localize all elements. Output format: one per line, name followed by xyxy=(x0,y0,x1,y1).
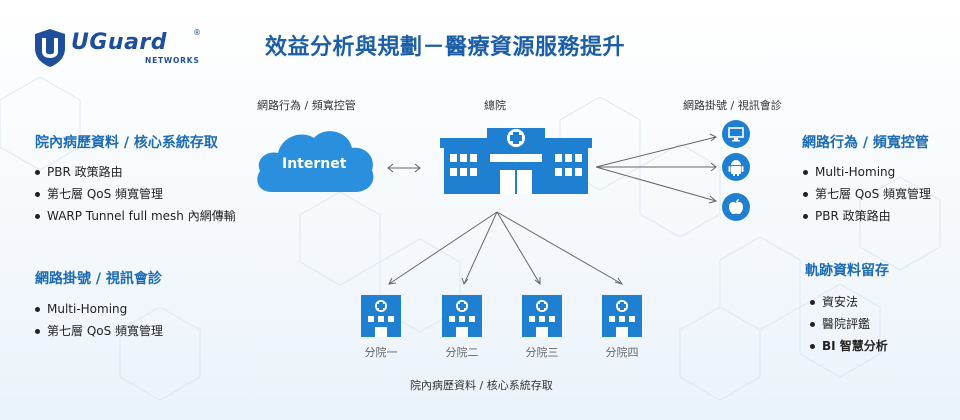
device-android xyxy=(722,153,750,181)
hospital-icon xyxy=(361,295,401,337)
list-item: 醫院評鑑 xyxy=(810,313,888,335)
brand-name: UGuard xyxy=(71,30,168,55)
list-item: BI 智慧分析 xyxy=(810,335,888,357)
branch-label-2: 分院二 xyxy=(445,346,479,359)
list-item: WARP Tunnel full mesh 內網傳輸 xyxy=(35,205,236,227)
list-item: 第七層 QoS 頻寬管理 xyxy=(35,320,163,342)
branch-label-1: 分院一 xyxy=(364,346,398,359)
brand-registered-mark: ® xyxy=(193,28,201,37)
top-right-label: 網路掛號 / 視訊會診 xyxy=(683,99,782,112)
branch-label-3: 分院三 xyxy=(525,346,559,359)
hospital-icon xyxy=(442,295,482,337)
list-item: PBR 政策路由 xyxy=(35,161,236,183)
apple-icon xyxy=(729,199,743,215)
right-section-2-list: 資安法 醫院評鑑 BI 智慧分析 xyxy=(810,291,888,357)
hq-building xyxy=(440,124,592,194)
cloud-icon xyxy=(257,131,374,192)
monitor-icon xyxy=(728,127,744,142)
list-item: 第七層 QoS 頻寬管理 xyxy=(35,183,236,205)
left-section-1-title: 院內病歷資料 / 核心系統存取 xyxy=(35,135,218,151)
branch-building-4 xyxy=(602,295,642,337)
right-section-1-list: Multi-Homing 第七層 QoS 頻寬管理 PBR 政策路由 xyxy=(803,161,931,227)
brand-subtitle: NETWORKS xyxy=(145,56,200,65)
top-left-label: 網路行為 / 頻寬控管 xyxy=(257,99,356,112)
list-item: PBR 政策路由 xyxy=(803,205,931,227)
branch-building-2 xyxy=(442,295,482,337)
list-item: Multi-Homing xyxy=(803,161,931,183)
hex-pattern xyxy=(0,76,941,401)
device-apple xyxy=(722,193,750,221)
arrows-hq-branches xyxy=(388,211,624,286)
hq-label: 總院 xyxy=(484,99,506,112)
device-monitor xyxy=(722,120,750,148)
hospital-icon xyxy=(522,295,562,337)
list-item: 第七層 QoS 頻寬管理 xyxy=(803,183,931,205)
branch-label-4: 分院四 xyxy=(605,346,639,359)
arrows-hq-devices xyxy=(595,133,718,204)
left-section-2-list: Multi-Homing 第七層 QoS 頻寬管理 xyxy=(35,298,163,342)
left-section-2-title: 網路掛號 / 視訊會診 xyxy=(35,271,162,287)
right-section-2-title: 軌跡資料留存 xyxy=(805,263,889,279)
left-section-1-list: PBR 政策路由 第七層 QoS 頻寬管理 WARP Tunnel full m… xyxy=(35,161,236,227)
brand-logo: UGuard ® NETWORKS xyxy=(33,28,213,72)
bottom-label: 院內病歷資料 / 核心系統存取 xyxy=(410,379,553,392)
list-item: 資安法 xyxy=(810,291,888,313)
hospital-icon xyxy=(440,128,592,194)
branch-building-3 xyxy=(522,295,562,337)
right-section-1-title: 網路行為 / 頻寬控管 xyxy=(802,135,929,151)
cloud-label: Internet xyxy=(282,156,347,172)
android-icon xyxy=(728,160,744,176)
arrow-cloud-hq xyxy=(387,163,421,173)
internet-cloud: Internet xyxy=(252,124,377,194)
list-item: Multi-Homing xyxy=(35,298,163,320)
shield-icon xyxy=(35,29,65,67)
hospital-icon xyxy=(602,295,642,337)
page-title: 效益分析與規劃－醫療資源服務提升 xyxy=(265,35,626,60)
branch-building-1 xyxy=(361,295,401,337)
